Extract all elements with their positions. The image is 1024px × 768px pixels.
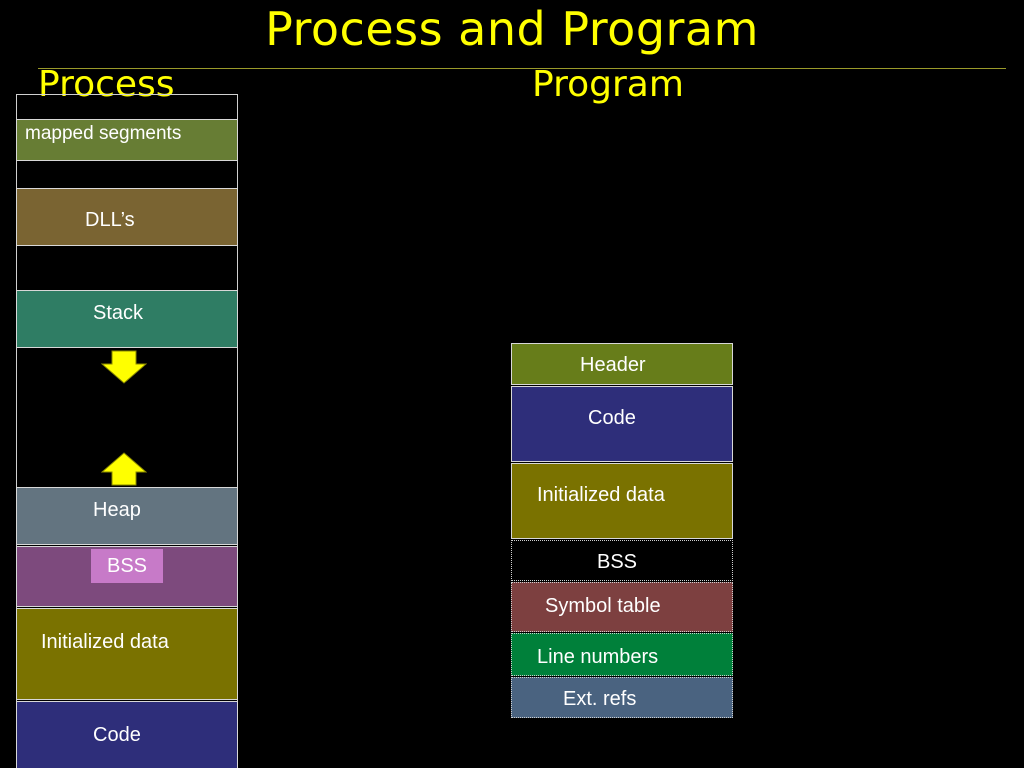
process-segment-heap-label: Heap: [93, 499, 141, 521]
process-segment-initialized-data: Initialized data: [16, 608, 238, 700]
program-segment-symbol-table-label: Symbol table: [545, 595, 661, 617]
process-segment-bss: BSS: [16, 546, 238, 607]
process-segment-dlls: DLL’s: [16, 188, 238, 246]
program-segment-bss: BSS: [511, 540, 733, 581]
program-segment-line-numbers-label: Line numbers: [537, 646, 659, 668]
program-segment-code-label: Code: [588, 407, 636, 429]
process-memory-column: [16, 94, 238, 768]
process-segment-mapped: mapped segments: [16, 119, 238, 161]
process-segment-bss-label: BSS: [91, 549, 163, 583]
program-heading: Program: [532, 64, 684, 105]
process-segment-stack: Stack: [16, 290, 238, 348]
process-segment-code: Code: [16, 701, 238, 768]
program-segment-ext-refs: Ext. refs: [511, 677, 733, 718]
program-segment-header-label: Header: [580, 354, 646, 376]
process-segment-stack-label: Stack: [93, 302, 144, 324]
program-segment-symbol-table: Symbol table: [511, 582, 733, 632]
process-segment-heap: Heap: [16, 487, 238, 545]
title-divider: [38, 68, 1006, 69]
process-segment-code-label: Code: [93, 724, 141, 746]
program-segment-line-numbers: Line numbers: [511, 633, 733, 676]
process-heading: Process: [38, 64, 175, 105]
program-segment-initialized-data-label: Initialized data: [537, 484, 665, 506]
arrow-up-icon: [101, 452, 147, 486]
arrow-down-icon: [101, 350, 147, 384]
program-segment-code: Code: [511, 386, 733, 462]
program-segment-header: Header: [511, 343, 733, 385]
program-segment-ext-refs-label: Ext. refs: [563, 688, 637, 710]
process-segment-dlls-label: DLL’s: [85, 209, 135, 231]
process-segment-mapped-label: mapped segments: [25, 123, 182, 144]
program-segment-initialized-data: Initialized data: [511, 463, 733, 539]
slide-title: Process and Program: [265, 2, 759, 56]
program-segment-bss-label: BSS: [597, 551, 638, 573]
process-segment-initialized-data-label: Initialized data: [41, 631, 169, 653]
